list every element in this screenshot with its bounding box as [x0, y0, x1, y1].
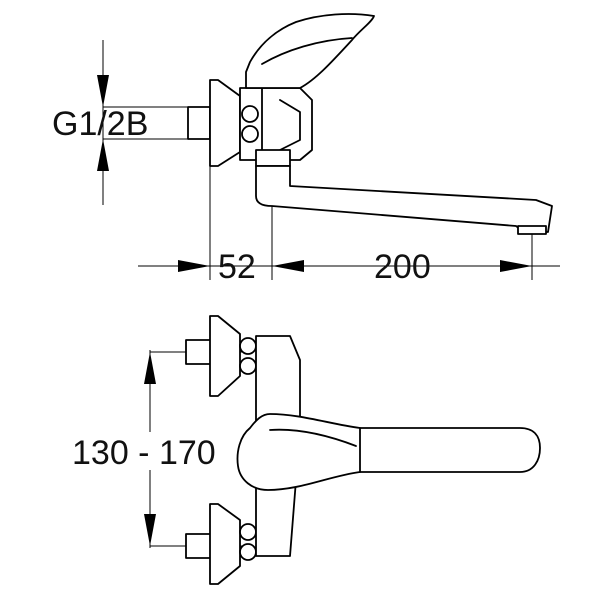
- bottom-wall-flange: [209, 503, 241, 585]
- center-label-backdrop: [76, 432, 220, 470]
- thread-label: G1/2B: [52, 105, 148, 143]
- top-nut-lower: [239, 357, 257, 375]
- nut-lower: [241, 125, 259, 143]
- center-arrow-top: [144, 352, 156, 384]
- center-distance-label: 130 - 170: [72, 434, 216, 472]
- thread-arrow-bottom: [97, 139, 109, 171]
- valve-body-detail: [279, 99, 301, 151]
- depth-label: 52: [218, 248, 256, 286]
- center-arrow-bottom: [144, 514, 156, 546]
- inlet-connector: [187, 106, 211, 140]
- handle-edge: [261, 37, 353, 65]
- handle-lever: [236, 413, 541, 491]
- top-nut-upper: [239, 337, 257, 355]
- side-view: G1/2B 52 200: [52, 13, 560, 286]
- spout-length-label: 200: [374, 248, 431, 286]
- spout-arrow-right: [500, 260, 532, 272]
- bottom-inlet-connector: [185, 533, 213, 559]
- top-inlet-connector: [185, 339, 213, 365]
- handle-lever-edge: [269, 428, 357, 447]
- handle: [245, 13, 375, 89]
- bottom-nut-lower: [239, 543, 257, 561]
- spout: [255, 165, 553, 233]
- spout-collar: [255, 149, 291, 167]
- spout-arrow-left: [272, 260, 304, 272]
- top-wall-flange: [209, 315, 241, 397]
- wall-flange: [209, 79, 241, 167]
- front-view: 130 - 170: [72, 315, 541, 585]
- thread-arrow-top: [97, 75, 109, 107]
- nut-upper: [241, 105, 259, 123]
- depth-arrow-left: [178, 260, 210, 272]
- aerator: [517, 225, 547, 235]
- bottom-nut-upper: [239, 523, 257, 541]
